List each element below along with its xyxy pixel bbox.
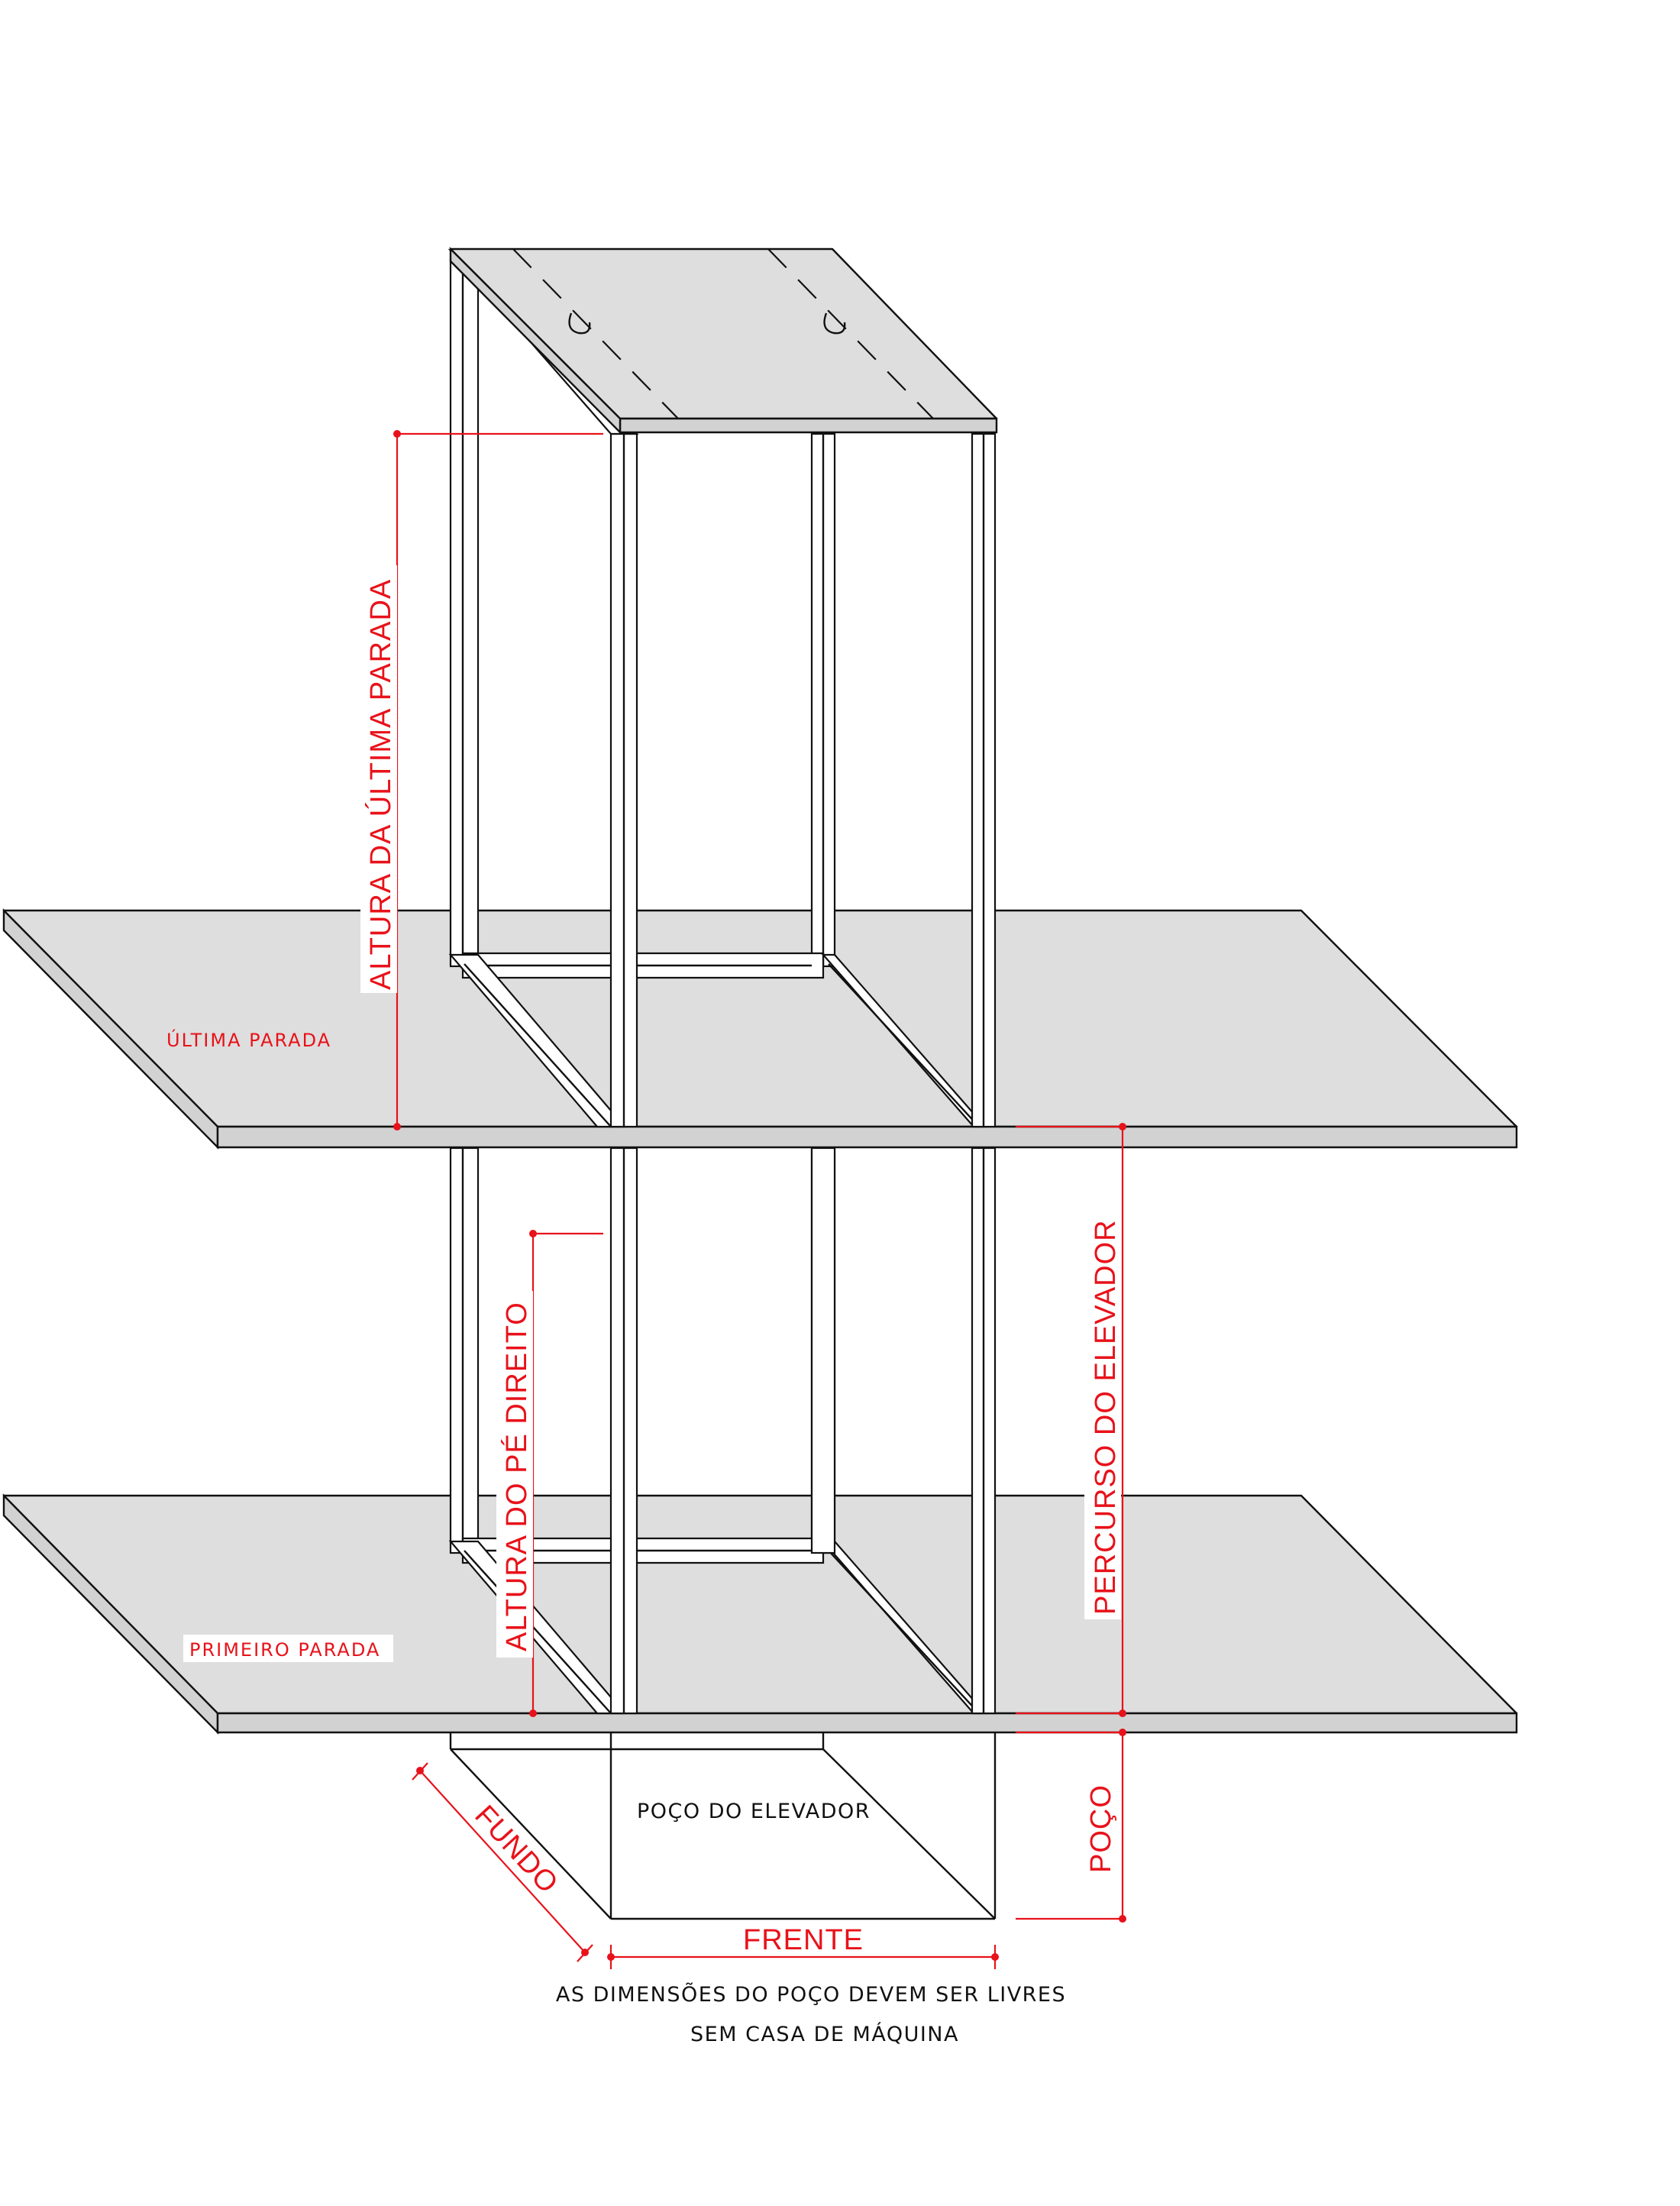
dim-percurso-elevador: PERCURSO DO ELEVADOR (1016, 1123, 1126, 1717)
poco-label: POÇO (1085, 1784, 1117, 1873)
fundo-label: FUNDO (468, 1800, 564, 1900)
dim-altura-ultima-parada: ALTURA DA ÚLTIMA PARADA (360, 430, 603, 1130)
lower-frame (448, 1147, 997, 1715)
dim-altura-pe-direito: ALTURA DO PÉ DIREITO (496, 1230, 603, 1717)
altura-pe-direito-label: ALTURA DO PÉ DIREITO (500, 1302, 533, 1651)
ultima-parada-label: ÚLTIMA PARADA (166, 1028, 331, 1051)
note-line-2: SEM CASA DE MÁQUINA (690, 2022, 959, 2046)
lower-floor-slab (2, 1493, 1518, 1735)
poco-elevador-label: POÇO DO ELEVADOR (637, 1800, 871, 1823)
percurso-elevador-label: PERCURSO DO ELEVADOR (1090, 1219, 1122, 1615)
altura-ultima-parada-label: ALTURA DA ÚLTIMA PARADA (364, 579, 397, 990)
dim-fundo: FUNDO (412, 1762, 593, 1962)
frente-label: FRENTE (743, 1924, 864, 1956)
upper-floor-slab (2, 908, 1518, 1150)
elevator-pit (449, 1732, 997, 1920)
dim-frente: FRENTE (607, 1924, 999, 1969)
primeiro-parada-label: PRIMEIRO PARADA (189, 1639, 380, 1661)
roof-slab (449, 247, 998, 435)
dim-poco: POÇO (1016, 1729, 1126, 1923)
note-line-1: AS DIMENSÕES DO POÇO DEVEM SER LIVRES (556, 1982, 1066, 2007)
